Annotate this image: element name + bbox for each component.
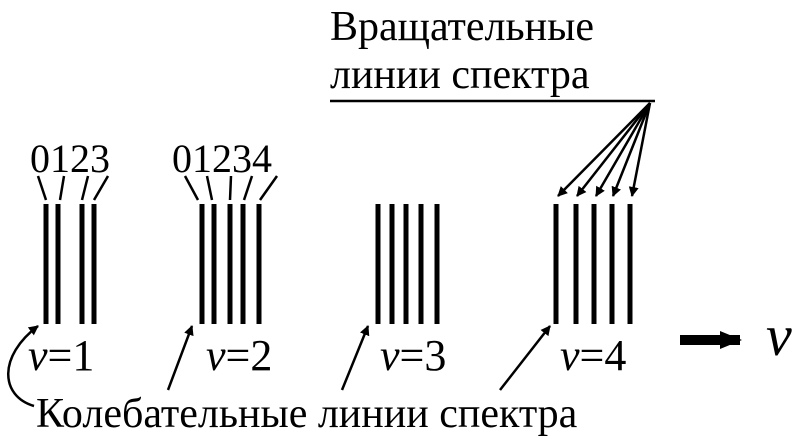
g2-leader-0	[183, 175, 200, 201]
group2-lines	[199, 204, 262, 324]
g1-leader-0	[36, 175, 48, 201]
vib-arrow-4	[499, 325, 551, 391]
group4-vlabel: v=4	[560, 331, 626, 380]
vib-arrow-2	[166, 325, 194, 391]
group3-lines	[375, 204, 440, 324]
group2-digits: 01234	[172, 136, 272, 181]
rot-arrow-2	[576, 102, 651, 197]
group4-lines	[553, 204, 633, 324]
g2-leader-4	[258, 175, 279, 201]
nu-symbol: ν	[766, 303, 792, 368]
g1-leader-1	[58, 175, 66, 201]
rot-arrow-4	[611, 102, 652, 197]
rot-arrow-1	[557, 102, 651, 197]
g1-leader-2	[80, 175, 90, 201]
vib-arrow-3	[340, 325, 370, 391]
g2-leader-3	[242, 175, 254, 201]
rotational-title-line2: линии спектра	[330, 52, 590, 98]
group1-digits: 0123	[30, 136, 110, 181]
group2-vlabel: v=2	[206, 331, 272, 380]
g2-leader-1	[205, 175, 214, 201]
g2-leader-2	[228, 175, 233, 201]
rotational-title-line1: Вращательные	[330, 4, 594, 50]
rot-arrow-3	[594, 102, 652, 197]
vibrational-arrows	[7, 325, 551, 408]
g1-leader-3	[92, 175, 110, 201]
rot-arrow-5	[628, 102, 652, 197]
rotational-arrows	[557, 102, 652, 197]
group1-vlabel: v=1	[28, 331, 94, 380]
group1-lines	[43, 204, 97, 324]
vibrational-lines-label: Колебательные линии спектра	[36, 391, 578, 437]
vib-arrow-1	[7, 325, 39, 408]
group3-vlabel: v=3	[380, 331, 446, 380]
